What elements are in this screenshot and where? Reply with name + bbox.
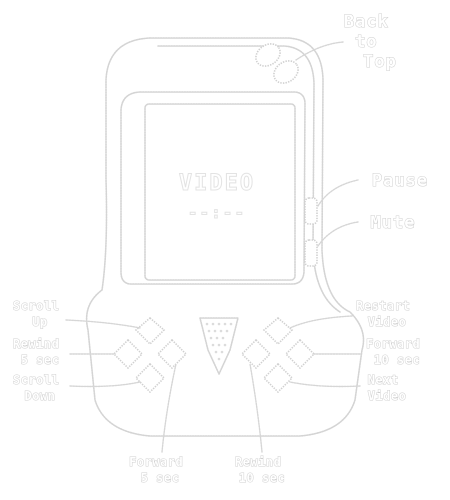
restart-video-label: Restart Video bbox=[356, 299, 418, 329]
scroll-down-label: Scroll Down bbox=[13, 373, 67, 403]
device-body-inner-edge bbox=[157, 45, 341, 313]
pause-button[interactable] bbox=[304, 197, 318, 225]
forward-10-label: Forward 10 sec bbox=[366, 337, 428, 367]
mute-button[interactable] bbox=[304, 239, 318, 267]
restart-video-button[interactable] bbox=[262, 316, 294, 346]
leader-mute bbox=[317, 221, 359, 247]
back-to-top-buttons[interactable] bbox=[252, 39, 303, 87]
forward-5-button[interactable] bbox=[156, 338, 188, 370]
leader-restart-video bbox=[289, 315, 353, 329]
forward-10-button[interactable] bbox=[284, 338, 316, 370]
next-video-button[interactable] bbox=[262, 362, 294, 394]
right-dpad[interactable] bbox=[240, 316, 316, 394]
scroll-down-button[interactable] bbox=[134, 362, 166, 394]
leader-scroll-down bbox=[69, 381, 141, 388]
screen-subtitle: --:-- bbox=[188, 203, 246, 222]
scroll-up-button[interactable] bbox=[134, 316, 166, 346]
leader-next-video bbox=[289, 381, 361, 388]
forward-5-label: Forward 5 sec bbox=[129, 455, 191, 485]
screen-title: VIDEO bbox=[179, 171, 255, 196]
leader-pause bbox=[317, 179, 359, 207]
rewind-5-label: Rewind 5 sec bbox=[13, 337, 67, 367]
back-to-top-button-secondary[interactable] bbox=[270, 56, 303, 87]
scroll-up-label: Scroll Up bbox=[13, 299, 67, 329]
rewind-10-button[interactable] bbox=[240, 338, 272, 370]
speaker-outline bbox=[199, 317, 239, 375]
pause-label: Pause bbox=[372, 171, 428, 191]
rewind-5-button[interactable] bbox=[112, 338, 144, 370]
back-to-top-button[interactable] bbox=[252, 39, 285, 70]
back-to-top-label: Back to Top bbox=[344, 12, 400, 72]
screen bbox=[144, 103, 296, 281]
device-body bbox=[85, 37, 365, 437]
leader-forward-5 bbox=[161, 363, 177, 453]
screen-bezel bbox=[120, 91, 306, 285]
rewind-10-label: Rewind 10 sec bbox=[235, 455, 289, 485]
next-video-label: Next Video bbox=[368, 373, 407, 403]
leader-scroll-up bbox=[65, 319, 141, 329]
left-dpad[interactable] bbox=[112, 316, 188, 394]
leader-rewind-10 bbox=[249, 363, 263, 453]
speaker-grille bbox=[199, 317, 239, 375]
leader-back-to-top bbox=[295, 41, 344, 61]
mute-label: Mute bbox=[371, 213, 416, 233]
